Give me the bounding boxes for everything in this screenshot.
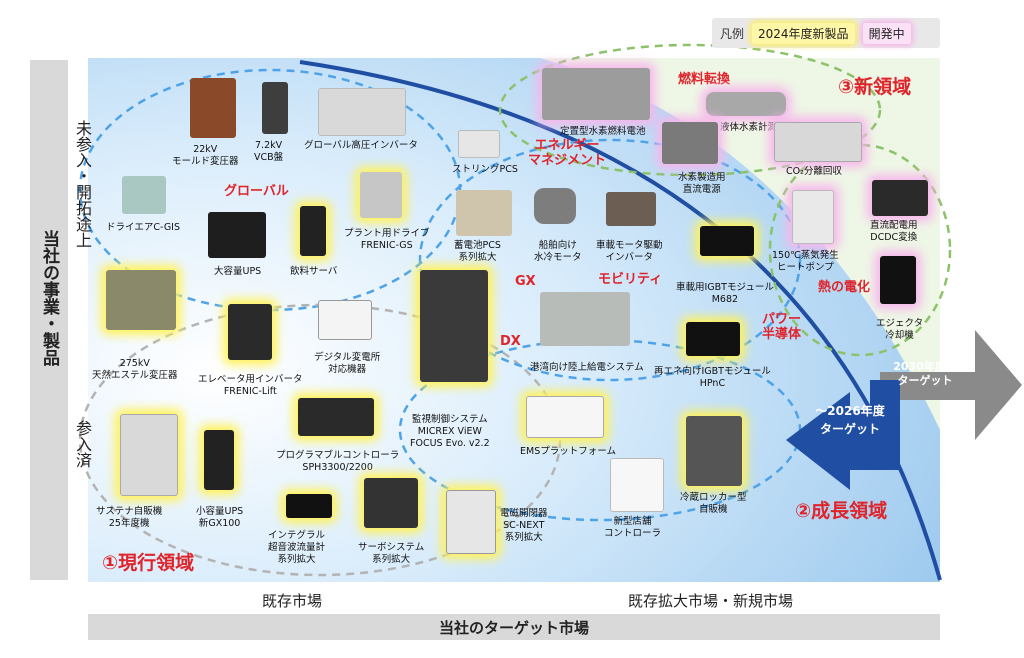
micrex-system-image — [420, 270, 488, 382]
co2-capture-image — [774, 122, 862, 162]
store-controller-image — [610, 458, 664, 512]
category-mobility: モビリティ — [598, 272, 663, 287]
label-car-igbt: 車載用IGBTモジュール M682 — [676, 282, 774, 305]
category-global: グローバル — [224, 184, 289, 199]
label-72kv: 7.2kV VCB盤 — [254, 140, 284, 163]
region-current-label: ①現行領域 — [102, 552, 195, 574]
label-elevator-inverter: エレベータ用インバータ FRENIC-Lift — [198, 374, 303, 397]
bottom-axis-title: 当社のターゲット市場 — [88, 614, 940, 640]
category-power-semiconductor: パワー 半導体 — [762, 312, 802, 342]
battery-pcs-image — [456, 190, 512, 236]
label-h2-meter: 液体水素計測 — [720, 122, 778, 133]
ems-image — [526, 396, 604, 438]
label-22kv: 22kV モールド変圧器 — [172, 144, 239, 167]
category-heat-electrification: 熱の電化 — [818, 280, 871, 295]
h2-meter-image — [706, 92, 786, 116]
plc-image — [298, 398, 374, 436]
category-energy-management: エネルギー マネジメント — [528, 138, 607, 168]
target-2030-arrow — [880, 330, 1022, 440]
large-ups-image — [208, 212, 266, 258]
label-port-power: 港湾向け陸上給電システム — [530, 362, 644, 373]
label-ems: EMSプラットフォーム — [520, 446, 616, 457]
target-2030-text: 2030年度～ ターゲット — [893, 360, 957, 387]
label-fuel-cell: 定置型水素燃料電池 — [560, 126, 646, 137]
label-large-ups: 大容量UPS — [214, 266, 262, 277]
digital-substation-image — [318, 300, 372, 340]
servo-image — [364, 478, 418, 528]
tier-top-label: 未参入・開拓途上 — [73, 120, 92, 248]
vcb-panel-image — [262, 82, 288, 134]
beverage-server-image — [300, 206, 326, 256]
label-contactor: 電磁開閉器 SC-NEXT 系列拡大 — [500, 508, 548, 543]
label-micrex: 監視制御システム MICREX ViEW FOCUS Evo. v2.2 — [410, 414, 490, 449]
elevator-inverter-image — [228, 304, 272, 360]
gx-dashed-circle — [418, 138, 802, 382]
ship-motor-image — [534, 188, 576, 224]
label-275kv: 275kV 天然エステル変圧器 — [92, 358, 178, 381]
label-flowmeter: インテグラル 超音波流量計 系列拡大 — [268, 530, 326, 565]
dcdc-image — [872, 180, 928, 216]
flowmeter-image — [286, 494, 332, 518]
region-growth-label: ②成長領域 — [795, 500, 888, 522]
plant-drive-image — [360, 172, 402, 218]
label-plc: プログラマブルコントローラ SPH3300/2200 — [276, 450, 400, 473]
legend-new-product: 2024年度新製品 — [752, 22, 855, 44]
legend-label: 凡例 — [720, 26, 745, 41]
contactor-image — [446, 490, 496, 554]
renew-igbt-image — [686, 322, 740, 356]
label-co2: CO₂分離回収 — [786, 166, 842, 177]
label-ship-motor: 船舶向け 水冷モータ — [534, 240, 582, 263]
global-inverter-image — [318, 88, 406, 136]
car-inverter-image — [606, 192, 656, 226]
ejector-image — [880, 256, 916, 304]
label-locker-vending: 冷蔵ロッカー型 自販機 — [680, 492, 747, 515]
fuel-cell-image — [542, 68, 650, 120]
market-right-label: 既存拡大市場・新規市場 — [628, 592, 794, 610]
label-digital-substation: デジタル変電所 対応機器 — [314, 352, 381, 375]
label-global-inverter: グローバル高圧インバータ — [304, 140, 418, 151]
label-battery-pcs: 蓄電池PCS 系列拡大 — [454, 240, 501, 263]
category-dx: DX — [500, 334, 521, 349]
target-2026-text: ～2026年度 ターゲット — [815, 404, 885, 436]
label-beverage-server: 飲料サーバ — [290, 266, 338, 277]
vending-machine-image — [120, 414, 178, 496]
region-new-label: ③新領域 — [838, 76, 912, 98]
label-small-ups: 小容量UPS 新GX100 — [196, 506, 244, 529]
category-gx: GX — [515, 274, 536, 289]
port-power-image — [540, 292, 630, 346]
label-ejector: エジェクタ 冷却機 — [876, 318, 924, 341]
transformer-22kv-image — [190, 78, 236, 138]
small-ups-image — [204, 430, 234, 490]
fuel-dashed-circle — [498, 43, 882, 177]
target-2026-arrow — [786, 380, 900, 490]
car-igbt-image — [700, 226, 754, 256]
label-servo: サーボシステム 系列拡大 — [358, 542, 425, 565]
heat-dashed-circle — [768, 143, 952, 357]
left-axis-bar — [30, 60, 68, 580]
string-pcs-image — [458, 130, 500, 158]
label-store-controller: 新型店舗 コントローラ — [604, 516, 662, 539]
label-dry-air-gis: ドライエアC-GIS — [106, 222, 181, 233]
category-fuel-conversion: 燃料転換 — [678, 72, 731, 87]
heat-pump-image — [792, 190, 834, 244]
label-dcdc: 直流配電用 DCDC変換 — [870, 220, 918, 243]
label-plant-drive: プラント用ドライブ FRENIC-GS — [344, 228, 430, 251]
label-string-pcs: ストリングPCS — [452, 164, 518, 175]
transformer-275kv-image — [106, 270, 176, 330]
legend: 凡例 2024年度新製品 開発中 — [712, 18, 940, 48]
tier-bottom-label: 参入済 — [73, 420, 92, 468]
dry-air-gis-image — [122, 176, 166, 214]
label-renew-igbt: 再エネ向けIGBTモジュール HPnC — [654, 366, 771, 389]
locker-vending-image — [686, 416, 742, 486]
label-h2-power: 水素製造用 直流電源 — [678, 172, 726, 195]
legend-in-development: 開発中 — [862, 22, 911, 44]
label-vending-machine: サステナ自販機 25年度機 — [96, 506, 163, 529]
market-left-label: 既存市場 — [262, 592, 323, 610]
vertical-axis-title: 当社の事業・製品 — [39, 230, 59, 366]
label-car-inverter: 車載モータ駆動 インバータ — [596, 240, 663, 263]
h2-power-image — [662, 122, 718, 164]
label-heat-pump: 150℃蒸気発生 ヒートポンプ — [772, 250, 839, 273]
